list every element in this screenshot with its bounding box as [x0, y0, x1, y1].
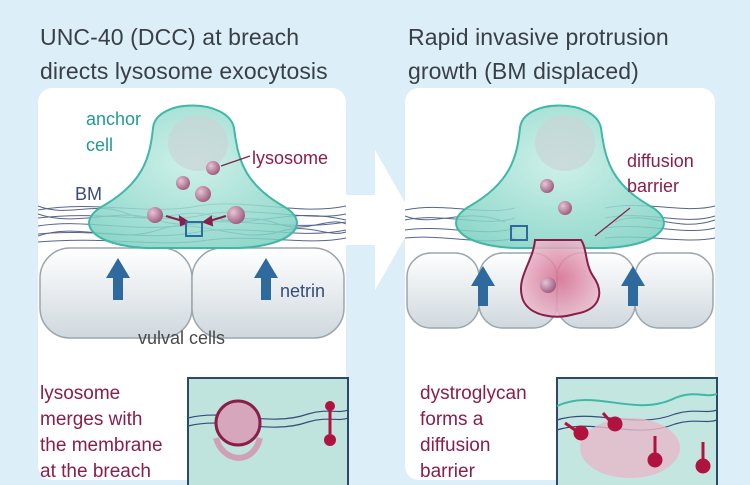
inset-left: [187, 377, 349, 485]
breach-marker-left: [185, 221, 203, 237]
left-title-line2: directs lysosome exocytosis: [40, 58, 328, 84]
netrin-arrows-right: [471, 266, 645, 306]
label-anchor-cell-line1: anchor: [86, 109, 142, 129]
right-caption-line2: forms a: [420, 409, 484, 430]
label-bm: BM: [75, 184, 102, 204]
right-diagram-panel: [404, 88, 718, 485]
targeting-arrows-left: [165, 215, 227, 227]
nucleus-right: [535, 115, 595, 171]
nucleus-left: [168, 115, 228, 171]
left-caption-line1: lysosome: [40, 383, 121, 404]
label-diffusion-barrier-line1: diffusion: [627, 151, 694, 171]
label-lysosome: lysosome: [252, 148, 329, 168]
transition-arrow-icon: [345, 150, 415, 290]
lysosomes-right: [540, 179, 572, 215]
netrin-arrows-left: [106, 258, 278, 300]
left-diagram-panel: [37, 88, 349, 485]
right-caption-line4: barrier: [420, 461, 475, 482]
inset-right: [556, 377, 718, 485]
label-netrin: netrin: [280, 281, 326, 301]
left-title-line1: UNC-40 (DCC) at breach: [40, 24, 300, 50]
left-caption-line2: merges with: [40, 409, 143, 430]
right-title-line2: growth (BM displaced): [408, 58, 639, 84]
label-vulval-cells: vulval cells: [138, 328, 226, 348]
label-anchor-cell-line2: cell: [86, 135, 114, 155]
invasive-protrusion: [520, 239, 601, 318]
right-panel-illustration: [404, 104, 718, 485]
right-caption-line1: dystroglycan: [420, 383, 527, 404]
anchor-cell-right: [455, 104, 665, 249]
right-caption-line3: diffusion: [420, 435, 491, 456]
lysosomes-left: [147, 161, 245, 224]
breach-marker-right: [510, 225, 528, 241]
left-panel-illustration: [37, 104, 349, 485]
anchor-cell-left: [88, 104, 298, 249]
left-caption-line3: the membrane: [40, 435, 163, 456]
left-caption-line4: at the breach: [40, 461, 151, 482]
right-title-line1: Rapid invasive protrusion: [408, 24, 669, 50]
label-diffusion-barrier-line2: barrier: [627, 176, 680, 196]
